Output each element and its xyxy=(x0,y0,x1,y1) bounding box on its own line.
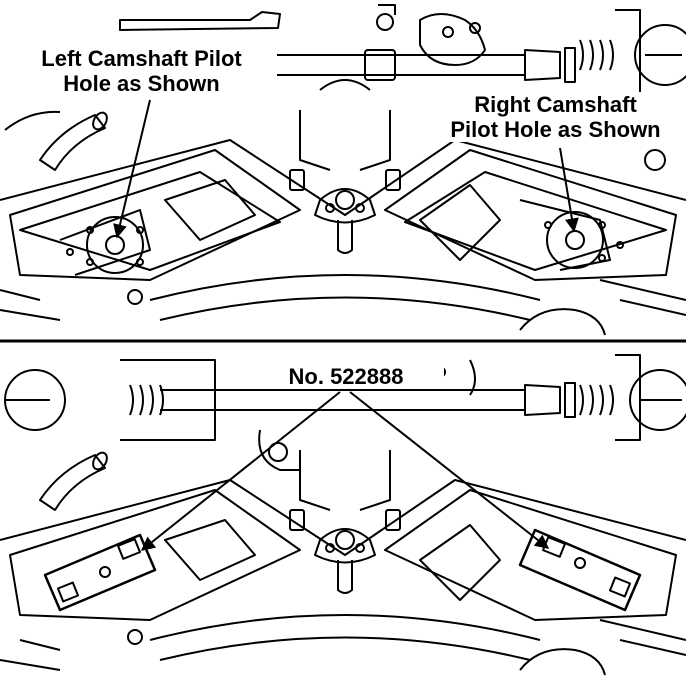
thermostat-housing-top xyxy=(314,188,376,254)
camshaft-alignment-tool-left xyxy=(43,533,157,612)
fuel-rail-bottom xyxy=(120,354,641,441)
tool-number-label: No. 522888 xyxy=(248,364,444,389)
tool-number-text: No. 522888 xyxy=(288,364,404,389)
right-camshaft-pilot-hole xyxy=(565,230,585,250)
tool-leader-left xyxy=(140,391,341,551)
hose-bottom-left xyxy=(39,451,108,511)
thermostat-housing-bottom xyxy=(314,528,376,594)
left-camshaft-boss xyxy=(86,216,144,274)
top-panel xyxy=(0,4,686,336)
right-camshaft-label-line1: Right Camshaft xyxy=(474,92,637,117)
manifold-ridge-bottom xyxy=(0,479,686,556)
left-camshaft-label-line1: Left Camshaft Pilot xyxy=(41,46,242,71)
right-camshaft-label-line2: Pilot Hole as Shown xyxy=(450,117,661,142)
left-cylinder-head xyxy=(0,149,301,321)
camshaft-alignment-tool-right xyxy=(518,528,642,612)
tool-leader-right xyxy=(349,391,550,549)
left-camshaft-label: Left Camshaft Pilot Hole as Shown xyxy=(6,46,277,96)
left-camshaft-pilot-hole xyxy=(105,235,125,255)
top-leaders xyxy=(113,99,579,239)
manifold-lower-edge-top xyxy=(149,274,541,301)
left-pilot-leader xyxy=(113,99,151,239)
right-camshaft-boss xyxy=(546,211,604,269)
right-pilot-leader xyxy=(559,147,579,233)
right-cylinder-head-bottom xyxy=(384,489,686,676)
bottom-panel xyxy=(0,354,686,676)
right-camshaft-label: Right Camshaft Pilot Hole as Shown xyxy=(430,92,681,142)
left-cylinder-head-bottom xyxy=(0,489,301,671)
throttle-body-top-right xyxy=(376,4,686,86)
manifold-ridge-top xyxy=(0,139,686,216)
bottom-leaders xyxy=(140,391,550,551)
right-cylinder-head xyxy=(384,149,686,336)
left-camshaft-label-line2: Hole as Shown xyxy=(63,71,220,96)
